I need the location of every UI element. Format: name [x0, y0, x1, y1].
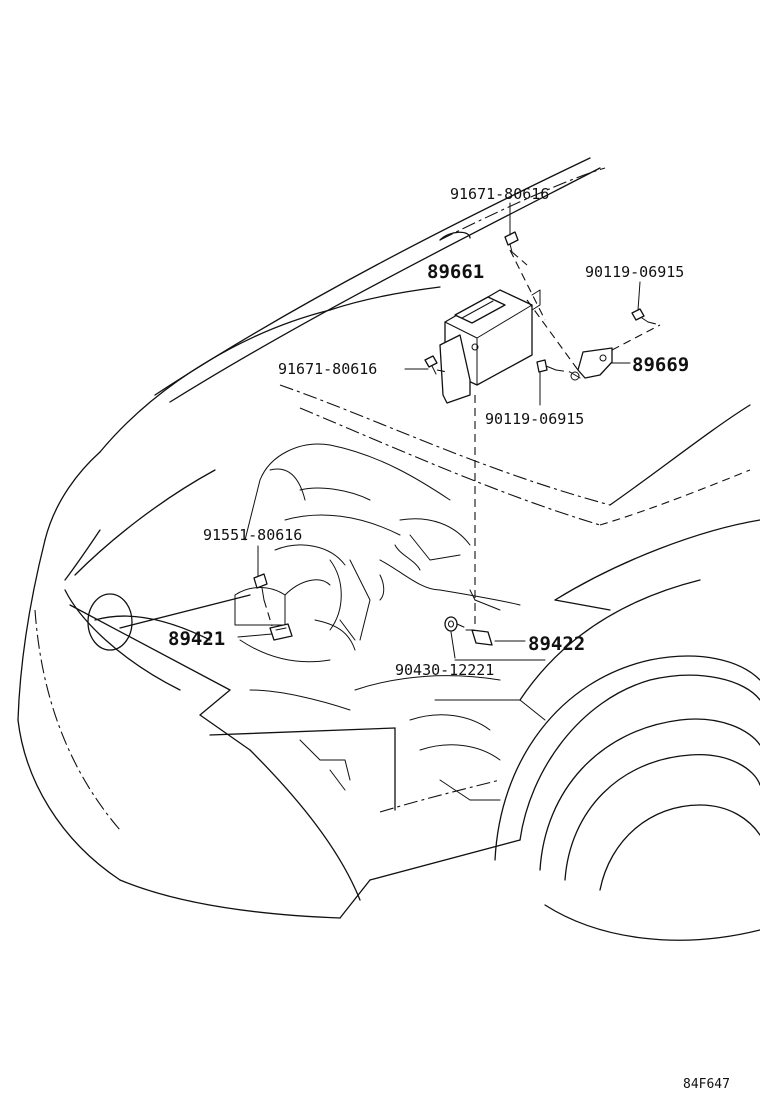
label-bracket: 89669 [632, 354, 689, 376]
sensor-right[interactable] [465, 629, 493, 646]
figure-reference: 84F647 [683, 1077, 730, 1092]
bolt-left[interactable] [424, 355, 438, 375]
label-bolt-right-top: 90119-06915 [585, 263, 684, 281]
assembly-lines [263, 249, 661, 629]
bolt-right-top[interactable] [631, 308, 649, 323]
bolt-top[interactable] [504, 231, 519, 253]
bolt-right-bottom[interactable] [536, 359, 557, 373]
label-bolt-knock: 91551-80616 [203, 526, 302, 544]
leader-lines [237, 202, 641, 659]
engine-bay [234, 443, 546, 801]
vehicle-body-outline [17, 157, 760, 941]
label-sensor-right: 89422 [528, 633, 585, 655]
sensor-left[interactable] [269, 623, 293, 641]
part-labels: 91671-80616 89661 90119-06915 89669 9167… [168, 185, 730, 1092]
label-gasket: 90430-12221 [395, 661, 494, 679]
label-ecu: 89661 [427, 261, 484, 283]
ecu-module[interactable] [439, 289, 541, 404]
label-bolt-top: 91671-80616 [450, 185, 549, 203]
ecu-bracket[interactable] [569, 347, 613, 381]
label-bolt-left: 91671-80616 [278, 360, 377, 378]
label-bolt-right-bottom: 90119-06915 [485, 410, 584, 428]
label-sensor-left: 89421 [168, 628, 225, 650]
gasket-ring[interactable] [444, 616, 458, 632]
bolt-knock[interactable] [253, 573, 268, 601]
